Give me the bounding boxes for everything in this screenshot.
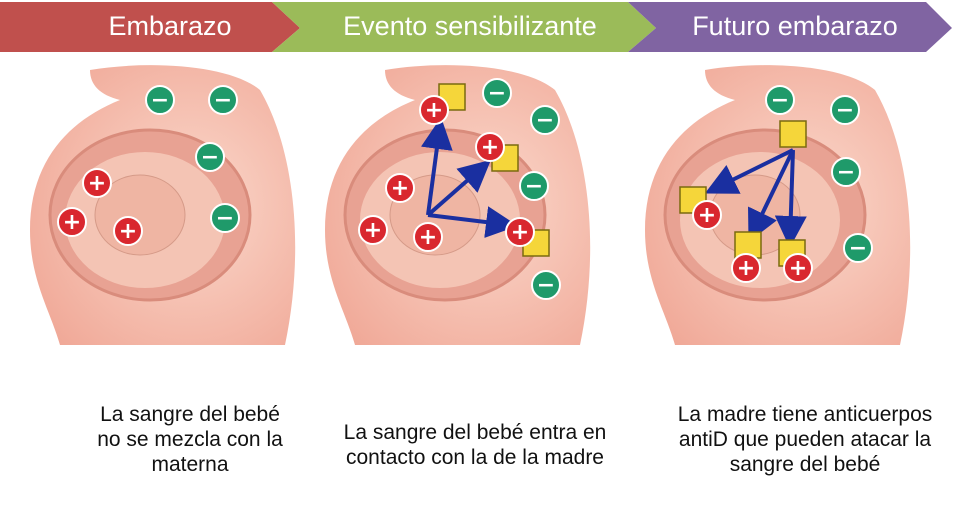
blue-arrow bbox=[748, 149, 795, 243]
caption-3: La madre tiene anticuerpos antiD que pue… bbox=[677, 403, 933, 476]
svg-text:+: + bbox=[88, 171, 106, 196]
rh-negative-cell-icon: − bbox=[519, 171, 549, 201]
rh-positive-cell-icon: + bbox=[82, 168, 112, 198]
svg-text:−: − bbox=[537, 273, 555, 298]
step-arrow-1 bbox=[0, 2, 300, 52]
rh-positive-cell-icon: + bbox=[505, 217, 535, 247]
rh-negative-cell-icon: − bbox=[843, 233, 873, 263]
illustrations: − − − − − − − − − − − − + + + + + + + + + + + + bbox=[30, 65, 911, 346]
rh-negative-cell-icon: − bbox=[531, 270, 561, 300]
rh-negative-cell-icon: − bbox=[195, 142, 225, 172]
blue-arrow bbox=[427, 206, 518, 238]
rh-positive-cell-icon: + bbox=[57, 207, 87, 237]
svg-text:−: − bbox=[836, 98, 854, 123]
svg-text:−: − bbox=[837, 160, 855, 185]
rh-negative-cell-icon: − bbox=[830, 95, 860, 125]
svg-text:+: + bbox=[698, 203, 716, 228]
step-arrow-3 bbox=[628, 2, 952, 52]
rh-positive-cell-icon: + bbox=[731, 253, 761, 283]
rh-negative-cell-icon: − bbox=[210, 203, 240, 233]
svg-text:+: + bbox=[119, 219, 137, 244]
antibody-square bbox=[779, 120, 807, 148]
rh-positive-cell-icon: + bbox=[413, 222, 443, 252]
svg-text:−: − bbox=[536, 108, 554, 133]
svg-text:−: − bbox=[151, 88, 169, 113]
step-label-2: Evento sensibilizante bbox=[343, 11, 597, 41]
rh-negative-cell-icon: − bbox=[765, 85, 795, 115]
rh-positive-cell-icon: + bbox=[692, 200, 722, 230]
rh-negative-cell-icon: − bbox=[530, 105, 560, 135]
step-label-3: Futuro embarazo bbox=[692, 11, 898, 41]
svg-text:+: + bbox=[391, 176, 409, 201]
svg-text:+: + bbox=[789, 256, 807, 281]
rh-positive-cell-icon: + bbox=[475, 132, 505, 162]
rh-positive-cell-icon: + bbox=[358, 215, 388, 245]
svg-text:−: − bbox=[525, 174, 543, 199]
step-arrow-2 bbox=[272, 2, 656, 52]
rh-negative-cell-icon: − bbox=[831, 157, 861, 187]
svg-text:−: − bbox=[201, 145, 219, 170]
rh-positive-cell-icon: + bbox=[783, 253, 813, 283]
svg-text:+: + bbox=[419, 225, 437, 250]
svg-text:+: + bbox=[364, 218, 382, 243]
svg-text:−: − bbox=[849, 236, 867, 261]
blue-arrow bbox=[426, 159, 492, 217]
step-label-1: Embarazo bbox=[108, 11, 232, 41]
svg-text:+: + bbox=[511, 220, 529, 245]
step-banner bbox=[0, 2, 952, 52]
rh-negative-cell-icon: − bbox=[208, 85, 238, 115]
svg-text:−: − bbox=[214, 88, 232, 113]
antibody-square bbox=[438, 83, 466, 111]
svg-text:+: + bbox=[737, 256, 755, 281]
rh-positive-cell-icon: + bbox=[385, 173, 415, 203]
rh-negative-cell-icon: − bbox=[482, 78, 512, 108]
caption-2: La sangre del bebé entra en contacto con… bbox=[343, 421, 607, 469]
rh-negative-cell-icon: − bbox=[145, 85, 175, 115]
svg-text:+: + bbox=[481, 135, 499, 160]
rh-positive-cell-icon: + bbox=[113, 216, 143, 246]
svg-text:+: + bbox=[63, 210, 81, 235]
svg-text:−: − bbox=[216, 206, 234, 231]
blue-arrow bbox=[704, 148, 794, 194]
rh-positive-cell-icon: + bbox=[419, 95, 449, 125]
svg-text:−: − bbox=[771, 88, 789, 113]
svg-text:−: − bbox=[488, 81, 506, 106]
blue-arrow bbox=[774, 149, 807, 248]
caption-1: La sangre del bebé no se mezcla con la m… bbox=[97, 403, 283, 476]
blue-arrow bbox=[420, 117, 453, 216]
svg-text:+: + bbox=[425, 98, 443, 123]
